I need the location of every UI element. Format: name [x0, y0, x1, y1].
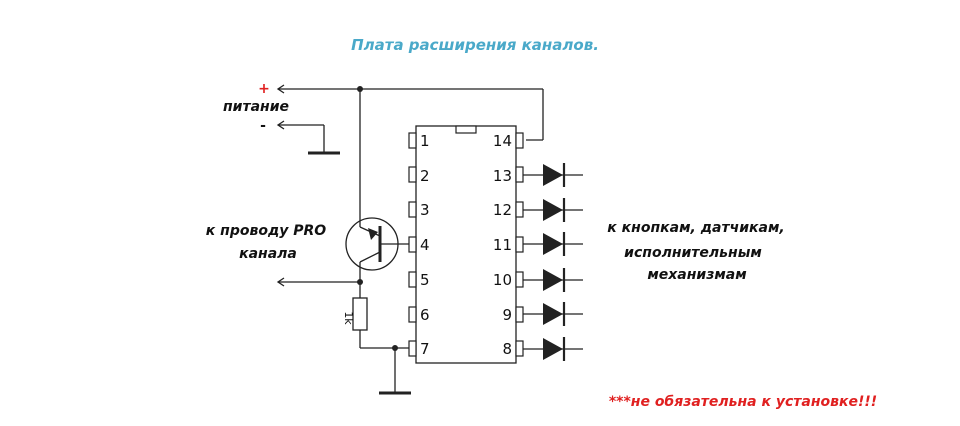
optional-note: ***не обязательна к установке!!!	[609, 394, 877, 410]
pin-label-6: 6	[420, 306, 430, 324]
pro-wire-label-line1: к проводу PRO	[206, 223, 327, 239]
outputs-label-line1: к кнопкам, датчикам,	[607, 220, 784, 236]
diode-pin-12	[523, 198, 583, 222]
resistor-label: 1k	[342, 311, 355, 325]
emitter-arrow-icon	[368, 228, 378, 240]
pin-label-10: 10	[493, 271, 512, 289]
pin-label-14: 14	[493, 132, 512, 150]
pin-label-3: 3	[420, 201, 430, 219]
pin-label-7: 7	[420, 340, 430, 358]
pin-label-8: 8	[502, 340, 512, 358]
resistor	[352, 282, 411, 395]
pin-label-5: 5	[420, 271, 430, 289]
supply-wire	[276, 84, 544, 141]
ic-chip	[415, 125, 517, 364]
power-label: питание	[223, 99, 289, 115]
pin-label-13: 13	[493, 167, 512, 185]
pin-label-11: 11	[493, 236, 512, 254]
pin-label-4: 4	[420, 236, 430, 254]
pro-wire-label-line2: канала	[239, 246, 297, 262]
power-minus-label: -	[260, 118, 266, 134]
diagram-title: Плата расширения каналов.	[351, 36, 599, 54]
diode-pin-13	[523, 163, 583, 187]
ground-wire	[276, 120, 340, 155]
ic-right-pins	[515, 132, 524, 357]
diode-pin-8	[523, 337, 583, 361]
outputs-label-line3: механизмам	[647, 267, 746, 283]
ic-notch	[455, 125, 477, 134]
diode-pin-11	[523, 232, 583, 256]
diode-pin-10	[523, 268, 583, 292]
pin-label-1: 1	[420, 132, 430, 150]
power-plus-label: +	[258, 81, 270, 97]
pin-label-9: 9	[502, 306, 512, 324]
pin-label-2: 2	[420, 167, 430, 185]
outputs-label-line2: исполнительным	[624, 245, 762, 261]
pin-label-12: 12	[493, 201, 512, 219]
transistor	[345, 89, 409, 282]
pro-wire	[276, 277, 363, 287]
diode-pin-9	[523, 302, 583, 326]
ic-left-pins	[408, 132, 417, 357]
